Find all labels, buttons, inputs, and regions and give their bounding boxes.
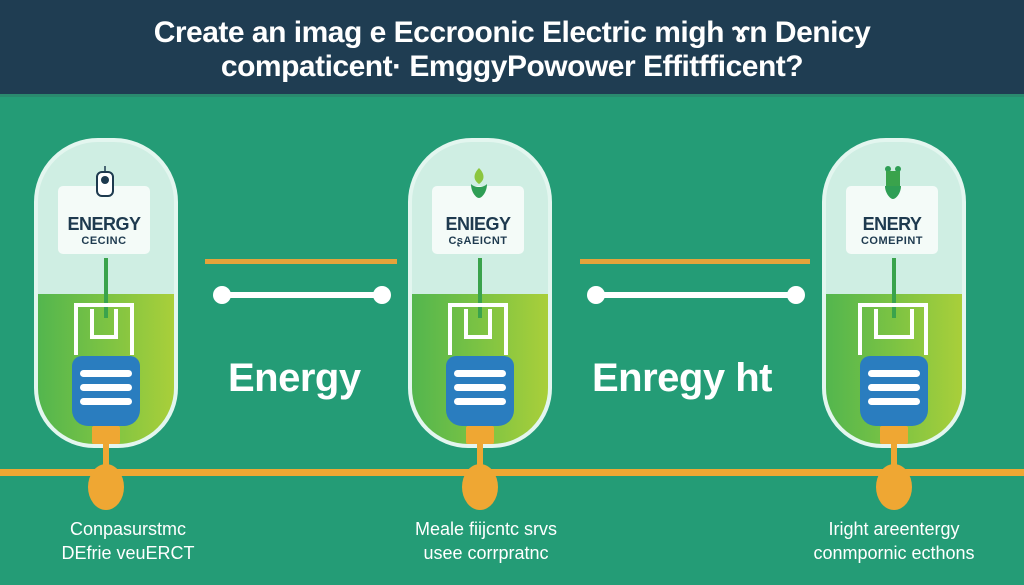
caption-line-2: conmpornic ecthons xyxy=(813,543,975,563)
timeline-node-2 xyxy=(462,464,498,510)
title-line-2: compaticent· EmggyPowower Effitfficent? xyxy=(220,50,804,83)
leaf-icon xyxy=(471,168,487,198)
filament-plug xyxy=(74,303,134,355)
plant-stem xyxy=(892,258,896,318)
caption-3: Iright areentergy conmpornic ecthons xyxy=(784,517,1004,565)
filament-plug xyxy=(858,303,928,355)
bulb-cap xyxy=(92,426,120,444)
timeline-node-1 xyxy=(88,464,124,510)
bulb-label-title: ENIEGY xyxy=(445,214,511,234)
bulb-base xyxy=(860,356,928,426)
bulb-wire xyxy=(891,444,897,472)
plug-icon xyxy=(96,166,114,197)
bulb-wire xyxy=(103,444,109,472)
bulb-label-title: ENERY xyxy=(862,214,922,234)
caption-line-1: Conpasurstmc xyxy=(69,519,187,539)
caption-2: Meale fiĳcntc srvs usee corrpratnc xyxy=(376,517,596,565)
caption-line-2: DEfrie veuERCT xyxy=(61,543,195,563)
filament-plug xyxy=(448,303,508,355)
battery-leaf-icon xyxy=(885,166,901,199)
plant-stem xyxy=(478,258,482,318)
bulb-label-subtitle: CʂAEICNT xyxy=(448,235,508,247)
white-connector-2 xyxy=(587,286,805,304)
bulb-base xyxy=(446,356,514,426)
bulb-cap xyxy=(880,426,908,444)
bulb-label-subtitle: CECINC xyxy=(81,235,127,247)
bulb-label-title: ENERGY xyxy=(67,214,141,234)
bulb-cap xyxy=(466,426,494,444)
caption-1: Conpasurstmc DEfrie veuERCT xyxy=(18,517,238,565)
timeline-line xyxy=(0,469,1024,476)
bulb-base xyxy=(72,356,140,426)
title-line-1: Create an imag e Eccroonic Electric migh… xyxy=(153,16,871,49)
plant-stem xyxy=(104,258,108,318)
title-banner: Create an imag e Eccroonic Electric migh… xyxy=(0,0,1024,94)
middle-label-1: Energy xyxy=(228,356,361,400)
caption-line-1: Meale fiĳcntc srvs xyxy=(414,519,558,539)
timeline-node-3 xyxy=(876,464,912,510)
bulb-wire xyxy=(477,444,483,472)
bulb-label: ENERY COMEPINT xyxy=(846,186,938,254)
bulb-label-subtitle: COMEPINT xyxy=(860,235,924,247)
caption-line-1: Iright areentergy xyxy=(828,519,960,539)
orange-connector-bar-2 xyxy=(580,259,810,264)
bulb-label: ENERGY CECINC xyxy=(58,186,150,254)
caption-line-2: usee corrpratnc xyxy=(423,543,549,563)
header-divider xyxy=(0,94,1024,97)
middle-label-2: Enregy ht xyxy=(592,356,772,400)
white-connector-1 xyxy=(213,286,391,304)
orange-connector-bar-1 xyxy=(205,259,397,264)
